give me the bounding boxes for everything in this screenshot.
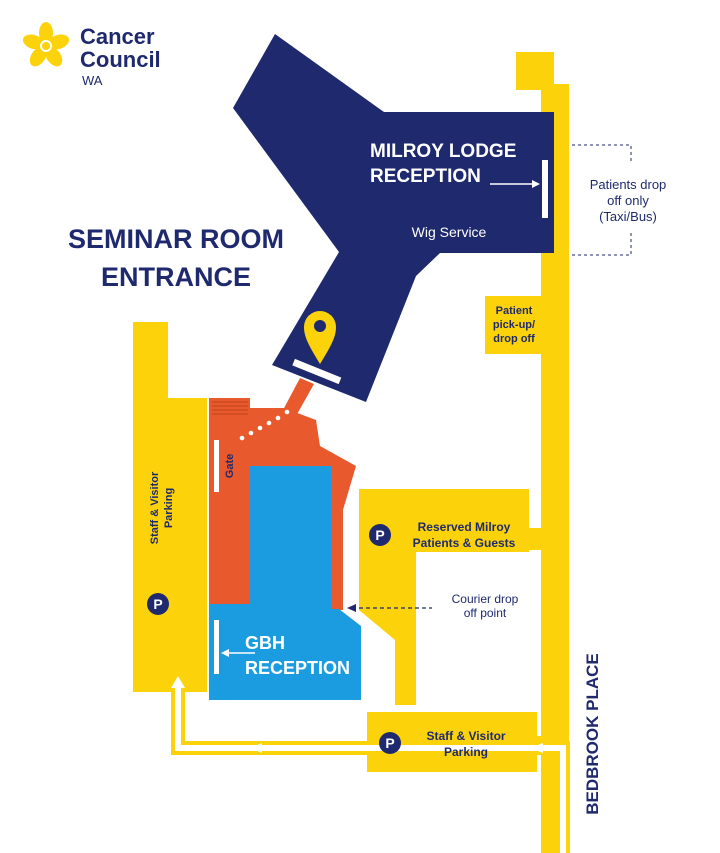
seminar-connector: [283, 378, 314, 416]
milroy-reception-line-2: RECEPTION: [370, 166, 481, 187]
gbh-building: [209, 466, 361, 700]
milroy-lodge-building: [233, 34, 554, 402]
staff-parking-left-line-1: Staff & Visitor: [149, 471, 161, 544]
staff-parking-left-line-2: Parking: [163, 488, 175, 528]
gbh-reception-line-2: RECEPTION: [245, 658, 350, 678]
staff-parking-bottom-line-1: Staff & Visitor: [426, 729, 505, 743]
staff-parking-bottom-line-2: Parking: [444, 745, 488, 759]
gate-bar: [214, 440, 219, 492]
milroy-entrance-bar: [542, 160, 548, 218]
dropoff-bracket: [572, 144, 632, 256]
svg-text:P: P: [375, 527, 384, 543]
patient-pickup-area: [485, 296, 543, 354]
milroy-reception-line-1: MILROY LODGE: [370, 141, 516, 162]
gate-label: Gate: [224, 454, 236, 478]
reserved-parking-line-1: Reserved Milroy: [418, 520, 511, 534]
brand-line-1: Cancer: [80, 24, 155, 49]
parking-icon-reserved: P: [369, 524, 391, 546]
headline-line-1: SEMINAR ROOM: [68, 224, 284, 254]
dropoff-line-2: off only: [607, 193, 649, 208]
gbh-reception-line-1: GBH: [245, 633, 285, 653]
parking-icon-left: P: [147, 593, 169, 615]
location-pin-icon: [304, 311, 336, 364]
svg-text:P: P: [153, 596, 162, 612]
courier-line-2: off point: [464, 606, 507, 620]
svg-text:P: P: [385, 735, 394, 751]
pickup-line-1: Patient: [496, 305, 533, 317]
pickup-line-2: pick-up/: [493, 319, 535, 331]
brand-line-2: Council: [80, 47, 161, 72]
dropoff-line-3: (Taxi/Bus): [599, 209, 657, 224]
pickup-line-3: drop off: [493, 333, 535, 345]
street-label: BEDBROOK PLACE: [583, 653, 602, 815]
route-arrowheads: [171, 676, 543, 753]
reserved-parking-link: [525, 528, 547, 550]
headline-line-2: ENTRANCE: [101, 262, 251, 292]
milroy-arrowhead: [532, 180, 540, 188]
courier-line-1: Courier drop: [452, 592, 519, 606]
courtyard-path-dots: [239, 409, 290, 441]
route-arrow: [171, 686, 570, 853]
staff-parking-left-label: Staff & Visitor Parking: [149, 471, 175, 544]
parking-icon-bottom: P: [379, 732, 401, 754]
courier-arrowhead: [347, 604, 356, 612]
road-top-stub: [516, 52, 554, 90]
gbh-arrowhead: [221, 649, 229, 657]
gbh-entrance-bar: [214, 620, 219, 674]
reserved-parking-line-2: Patients & Guests: [413, 536, 516, 550]
daffodil-icon: [22, 22, 70, 67]
reserved-parking-area: [359, 489, 529, 705]
wig-service-label: Wig Service: [412, 224, 487, 240]
seminar-entrance-bar: [292, 358, 342, 385]
dropoff-line-1: Patients drop: [590, 177, 667, 192]
courtyard-hatching: [212, 401, 248, 415]
cancer-council-logo: Cancer Council WA: [22, 22, 161, 88]
brand-line-3: WA: [82, 73, 103, 88]
